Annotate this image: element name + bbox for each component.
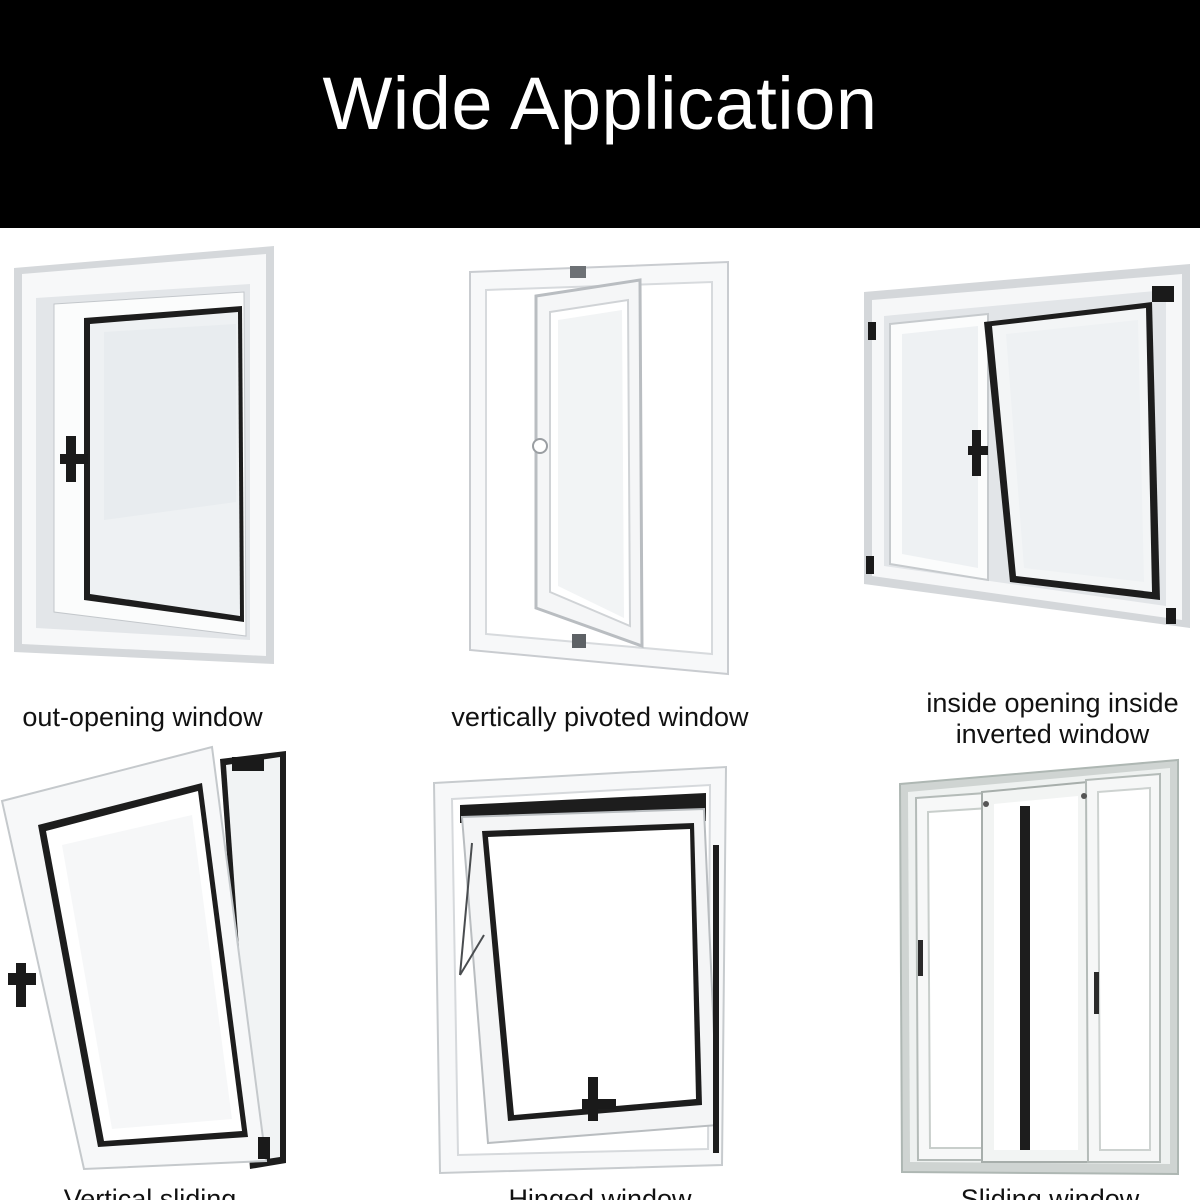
tile-caption-hinged: Hinged window bbox=[508, 1184, 692, 1200]
pivot-hinge-top-icon bbox=[570, 266, 586, 278]
latch-icon bbox=[532, 438, 548, 454]
page-title: Wide Application bbox=[322, 61, 878, 145]
hinge-icon bbox=[232, 757, 270, 1159]
tile-caption-out-opening: out-opening window bbox=[22, 702, 263, 732]
inside-opening-inverted-window-illustration bbox=[864, 264, 1190, 628]
sliding-window-illustration bbox=[898, 758, 1179, 1176]
vertically-pivoted-window-illustration bbox=[469, 260, 729, 676]
tile-caption-vertically-pivoted: vertically pivoted window bbox=[451, 702, 749, 732]
tile-caption-inside-opening-inverted: inside opening inside inverted window bbox=[926, 688, 1179, 749]
hinge-icon bbox=[866, 286, 1176, 624]
vertical-sliding-window-illustration bbox=[0, 745, 286, 1171]
handle-icon bbox=[968, 430, 988, 476]
tile-caption-vertical-sliding: Vertical sliding bbox=[63, 1184, 237, 1200]
hinged-window-illustration bbox=[432, 765, 728, 1175]
handle-icon bbox=[60, 436, 88, 482]
tile-caption-sliding: Sliding window bbox=[960, 1184, 1140, 1200]
out-opening-window-illustration bbox=[14, 246, 274, 664]
pivot-hinge-bottom-icon bbox=[572, 634, 586, 648]
handle-icon bbox=[8, 963, 36, 1007]
handle-icon bbox=[582, 1077, 616, 1121]
latch-icon bbox=[918, 793, 1099, 1014]
header-banner: Wide Application bbox=[0, 0, 1200, 228]
